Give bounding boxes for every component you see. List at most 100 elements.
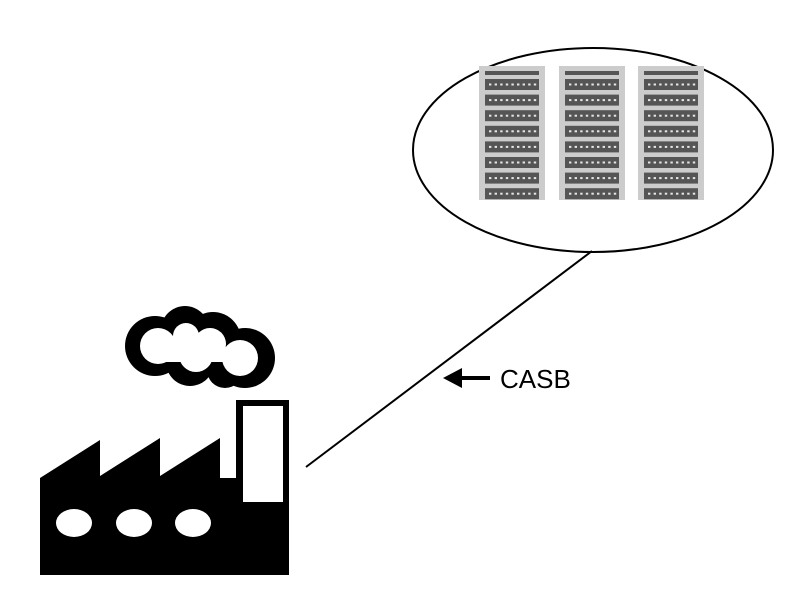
rack-indicator [533,83,537,86]
rack-indicator [608,114,611,117]
rack-indicator [676,114,679,117]
smoke-cloud-icon [125,306,275,388]
rack-indicator [585,83,589,86]
rack-indicator [494,99,497,102]
rack-indicator [585,161,589,164]
rack-indicator [505,130,509,133]
rack-indicator [528,130,531,133]
rack-indicator [653,83,656,86]
rack-indicator [602,114,605,117]
rack-indicator [687,99,690,102]
rack-indicator [569,99,572,102]
server-rack-icon [559,66,625,200]
rack-indicator [602,192,605,195]
rack-indicator [664,114,668,117]
rack-indicator [522,83,525,86]
rack-indicator [687,192,690,195]
rack-indicator [676,99,679,102]
rack-indicator [591,192,594,195]
rack-indicator [602,83,605,86]
rack-indicator [653,145,656,148]
rack-indicator [528,99,531,102]
rack-indicator [489,161,492,164]
rack-indicator [489,99,492,102]
rack-indicator [613,192,617,195]
rack-indicator [500,83,503,86]
rack-indicator [597,114,600,117]
rack-top-bar [485,71,539,75]
rack-indicator [489,130,492,133]
rack-indicator [511,130,514,133]
rack-indicator [659,177,662,180]
rack-indicator [500,114,503,117]
rack-indicator [676,161,679,164]
rack-indicator [664,145,668,148]
rack-indicator [670,192,673,195]
rack-indicator [500,99,503,102]
rack-indicator [664,177,668,180]
rack-top-bar [644,71,698,75]
rack-indicator [670,114,673,117]
rack-indicator [580,130,583,133]
rack-indicator [591,145,594,148]
rack-indicator [653,161,656,164]
rack-indicator [676,145,679,148]
rack-indicator [670,145,673,148]
rack-indicator [569,192,572,195]
rack-indicator [533,177,537,180]
rack-indicator [687,114,690,117]
rack-indicator [591,177,594,180]
rack-indicator [681,114,684,117]
rack-indicator [511,161,514,164]
rack-indicator [602,99,605,102]
rack-indicator [659,99,662,102]
rack-indicator [580,83,583,86]
rack-indicator [517,114,520,117]
rack-indicator [522,145,525,148]
rack-indicator [505,83,509,86]
rack-indicator [692,145,696,148]
rack-indicator [522,161,525,164]
casb-label: CASB [500,364,571,394]
rack-indicator [653,192,656,195]
rack-indicator [676,83,679,86]
cloud-datacenter [412,47,774,253]
rack-indicator [681,161,684,164]
rack-indicator [574,130,577,133]
rack-indicator [585,114,589,117]
rack-indicator [580,145,583,148]
rack-indicator [648,177,651,180]
rack-indicator [648,161,651,164]
rack-indicator [597,99,600,102]
rack-indicator [500,130,503,133]
rack-indicator [489,145,492,148]
rack-indicator [613,83,617,86]
rack-indicator [648,145,651,148]
rack-indicator [522,130,525,133]
rack-indicator [511,83,514,86]
rack-indicator [608,99,611,102]
rack-indicator [597,177,600,180]
factory-building [40,400,289,575]
rack-indicator [574,114,577,117]
rack-indicator [670,161,673,164]
rack-indicator [653,130,656,133]
rack-indicator [602,161,605,164]
rack-indicator [597,83,600,86]
rack-indicator [597,192,600,195]
rack-indicator [659,192,662,195]
rack-indicator [585,192,589,195]
rack-indicator [580,114,583,117]
server-rack-icon [479,66,545,200]
rack-indicator [591,114,594,117]
rack-indicator [659,161,662,164]
rack-indicator [670,99,673,102]
rack-indicator [580,177,583,180]
rack-indicator [597,145,600,148]
server-rack-icon [638,66,704,200]
rack-indicator [681,192,684,195]
rack-indicator [511,99,514,102]
server-racks [479,66,704,200]
rack-indicator [505,192,509,195]
